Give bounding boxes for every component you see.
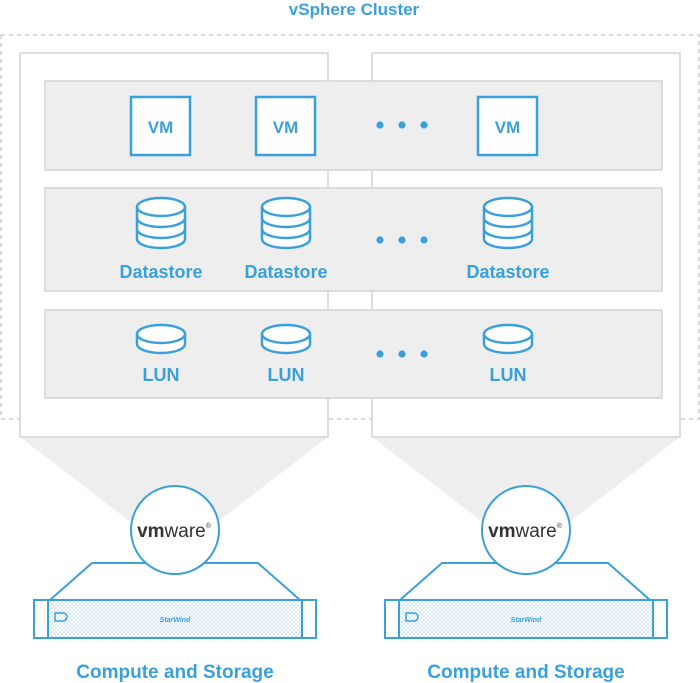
power-icon bbox=[405, 612, 419, 622]
lun-icon bbox=[482, 323, 534, 355]
lun-label: LUN bbox=[268, 365, 305, 385]
vm-box: VM bbox=[254, 95, 317, 157]
datastore-ellipsis bbox=[376, 236, 428, 244]
cluster-boundary bbox=[0, 34, 700, 420]
server-host-1: StarWind bbox=[33, 562, 317, 639]
datastore-label: Datastore bbox=[244, 262, 327, 282]
vm-box: VM bbox=[476, 95, 539, 157]
lun-label: LUN bbox=[490, 365, 527, 385]
vm-ellipsis bbox=[376, 121, 428, 129]
server-host-2: StarWind bbox=[384, 562, 668, 639]
host-label: Compute and Storage bbox=[76, 662, 273, 683]
server-brand: StarWind bbox=[160, 617, 191, 624]
lun-icon bbox=[260, 323, 312, 355]
datastore-icon bbox=[135, 196, 187, 250]
vm-label: VM bbox=[495, 118, 521, 137]
vm-box: VM bbox=[129, 95, 192, 157]
host1-projection bbox=[20, 437, 328, 520]
datastore-icon bbox=[260, 196, 312, 250]
svg-text:vmware®: vmware® bbox=[488, 521, 563, 542]
lun-label: LUN bbox=[143, 365, 180, 385]
vmware-logo: vmware® bbox=[130, 485, 220, 575]
svg-text:vmware®: vmware® bbox=[137, 521, 212, 542]
vm-label: VM bbox=[273, 118, 299, 137]
server-brand: StarWind bbox=[511, 617, 542, 624]
vm-label: VM bbox=[148, 118, 174, 137]
lun-ellipsis bbox=[376, 350, 428, 358]
vmware-logo: vmware® bbox=[481, 485, 571, 575]
lun-icon bbox=[135, 323, 187, 355]
datastore-label: Datastore bbox=[466, 262, 549, 282]
cluster-title: vSphere Cluster bbox=[289, 0, 420, 19]
power-icon bbox=[54, 612, 68, 622]
host-label: Compute and Storage bbox=[427, 662, 624, 683]
datastore-icon bbox=[482, 196, 534, 250]
datastore-label: Datastore bbox=[119, 262, 202, 282]
host2-projection bbox=[372, 437, 680, 520]
lun-band bbox=[44, 309, 663, 399]
